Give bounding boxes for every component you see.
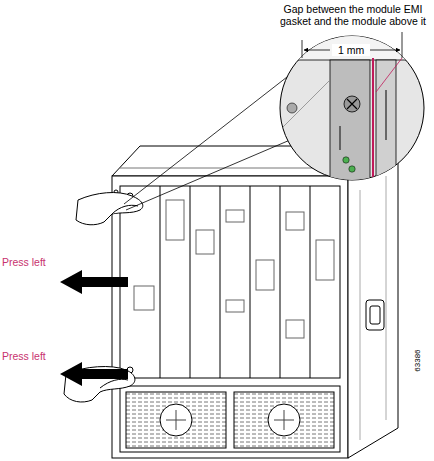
figure-number: 63386: [413, 341, 422, 381]
chassis: [112, 146, 398, 458]
dimension-line: [302, 32, 402, 92]
magnified-view: [270, 30, 434, 190]
action-label: Press left: [2, 350, 62, 362]
leader-line: [124, 70, 296, 210]
dimension-label: 1 mm: [332, 44, 370, 56]
callout-note: Gap between the module EMI gasket and th…: [280, 3, 426, 27]
action-label: Press left: [2, 256, 62, 268]
press-arrow: [60, 270, 128, 386]
